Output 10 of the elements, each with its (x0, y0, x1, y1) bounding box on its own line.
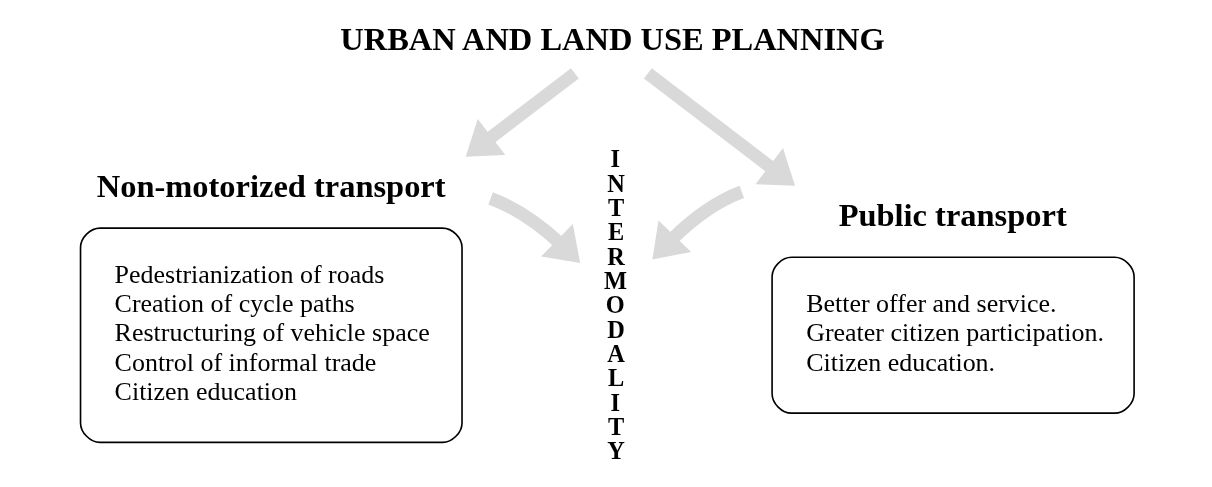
node-box: Better offer and service. Greater citizen participation. Citizen education. (770, 256, 1135, 414)
node-box: Pedestrianization of roads Creation of cycle paths Restructuring of vehicle space Control of informal trade Citizen education (79, 227, 463, 444)
node-label: Public transport (838, 197, 1067, 234)
arrow (651, 185, 744, 260)
node-label: Non-motorized transport (96, 168, 446, 205)
node-text: INTERMODALITY (603, 145, 627, 465)
arrow (643, 68, 795, 186)
arrow (487, 192, 580, 263)
arrow (465, 68, 579, 157)
node-text: URBAN AND LAND USE PLANNING (339, 21, 885, 58)
